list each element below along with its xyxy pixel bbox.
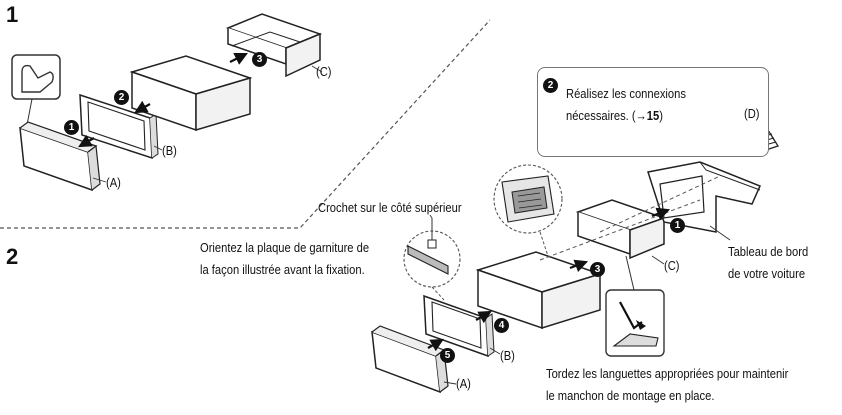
callout-marker-2: 2	[543, 78, 558, 93]
leader-c-step2	[651, 255, 665, 265]
step-separator	[0, 19, 491, 229]
marker-3-step2: 3	[590, 262, 605, 277]
faceplate-a-step1	[19, 121, 101, 192]
leader-dashboard	[709, 225, 731, 241]
leader-a-step1	[92, 177, 107, 183]
orient-label-line-2: la façon illustrée avant la fixation.	[200, 262, 365, 277]
tabs-label-line-2: le manchon de montage en place.	[546, 388, 715, 403]
sleeve-c-step1	[225, 13, 323, 78]
part-label-b-step1: (B)	[162, 143, 177, 158]
hook-top-label: Crochet sur le côté supérieur	[318, 200, 462, 215]
leader-b-step1	[153, 145, 163, 151]
callout-line-1: Réalisez les connexions	[566, 84, 686, 103]
leader-c-step1	[311, 65, 323, 73]
part-label-a-step1: (A)	[106, 175, 121, 190]
callout-close-paren: )	[659, 108, 663, 123]
arrow-5-step2	[427, 338, 444, 352]
main-unit-step1	[129, 55, 253, 132]
callout-line-1-text: Réalisez les connexions	[566, 86, 686, 101]
car-dashboard	[647, 161, 762, 233]
orient-label-line-1: Orientez la plaque de garniture de	[200, 240, 370, 255]
step-number-2: 2	[6, 244, 19, 269]
tabs-label-line-1: Tordez les languettes appropriées pour m…	[546, 366, 789, 381]
step-number-1: 1	[6, 2, 19, 27]
arrow-3-step2	[569, 259, 589, 273]
marker-5-step2: 5	[440, 348, 455, 363]
sleeve-c-step2	[575, 199, 667, 260]
trim-plate-b-step1	[79, 93, 159, 160]
arrow-4-step2	[475, 310, 492, 324]
arrow-2-step1	[134, 100, 151, 114]
arrow-1-step2	[651, 207, 671, 221]
part-label-a-step2: (A)	[456, 376, 471, 391]
slot-detail-icon	[493, 164, 563, 257]
marker-1-step1: 1	[64, 120, 79, 135]
part-label-c-step2: (C)	[664, 258, 680, 273]
connections-callout: 2 Réalisez les connexions nécessaires. (…	[537, 67, 769, 157]
part-label-b-step2: (B)	[500, 348, 515, 363]
arrow-1-step1	[78, 134, 95, 148]
main-unit-step2	[475, 251, 603, 330]
dashboard-label-line-1: Tableau de bord	[728, 244, 809, 259]
trim-plate-b-step2	[423, 294, 495, 358]
arrow-3-step1	[229, 53, 248, 65]
marker-1-step2: 1	[670, 218, 685, 233]
marker-4-step2: 4	[494, 318, 509, 333]
part-label-d: (D)	[744, 106, 760, 121]
bent-tab-icon	[605, 255, 665, 357]
part-label-c-step1: (C)	[316, 64, 332, 79]
hand-press-icon	[11, 54, 61, 131]
marker-3-step1: 3	[252, 52, 267, 67]
dashboard-label-line-2: de votre voiture	[728, 266, 806, 281]
leader-b-step2	[489, 347, 501, 355]
page-ref-arrow-icon: →	[635, 108, 647, 123]
marker-2-step1: 2	[114, 90, 129, 105]
callout-line-2-text: nécessaires. (	[566, 108, 636, 123]
hook-detail-icon	[403, 218, 461, 301]
callout-line-2: nécessaires. (→15)	[566, 106, 663, 125]
faceplate-a-step2	[371, 325, 449, 394]
leader-a-step2	[443, 381, 457, 385]
leader-hook	[429, 214, 433, 219]
page-ref-number: 15	[646, 108, 660, 123]
